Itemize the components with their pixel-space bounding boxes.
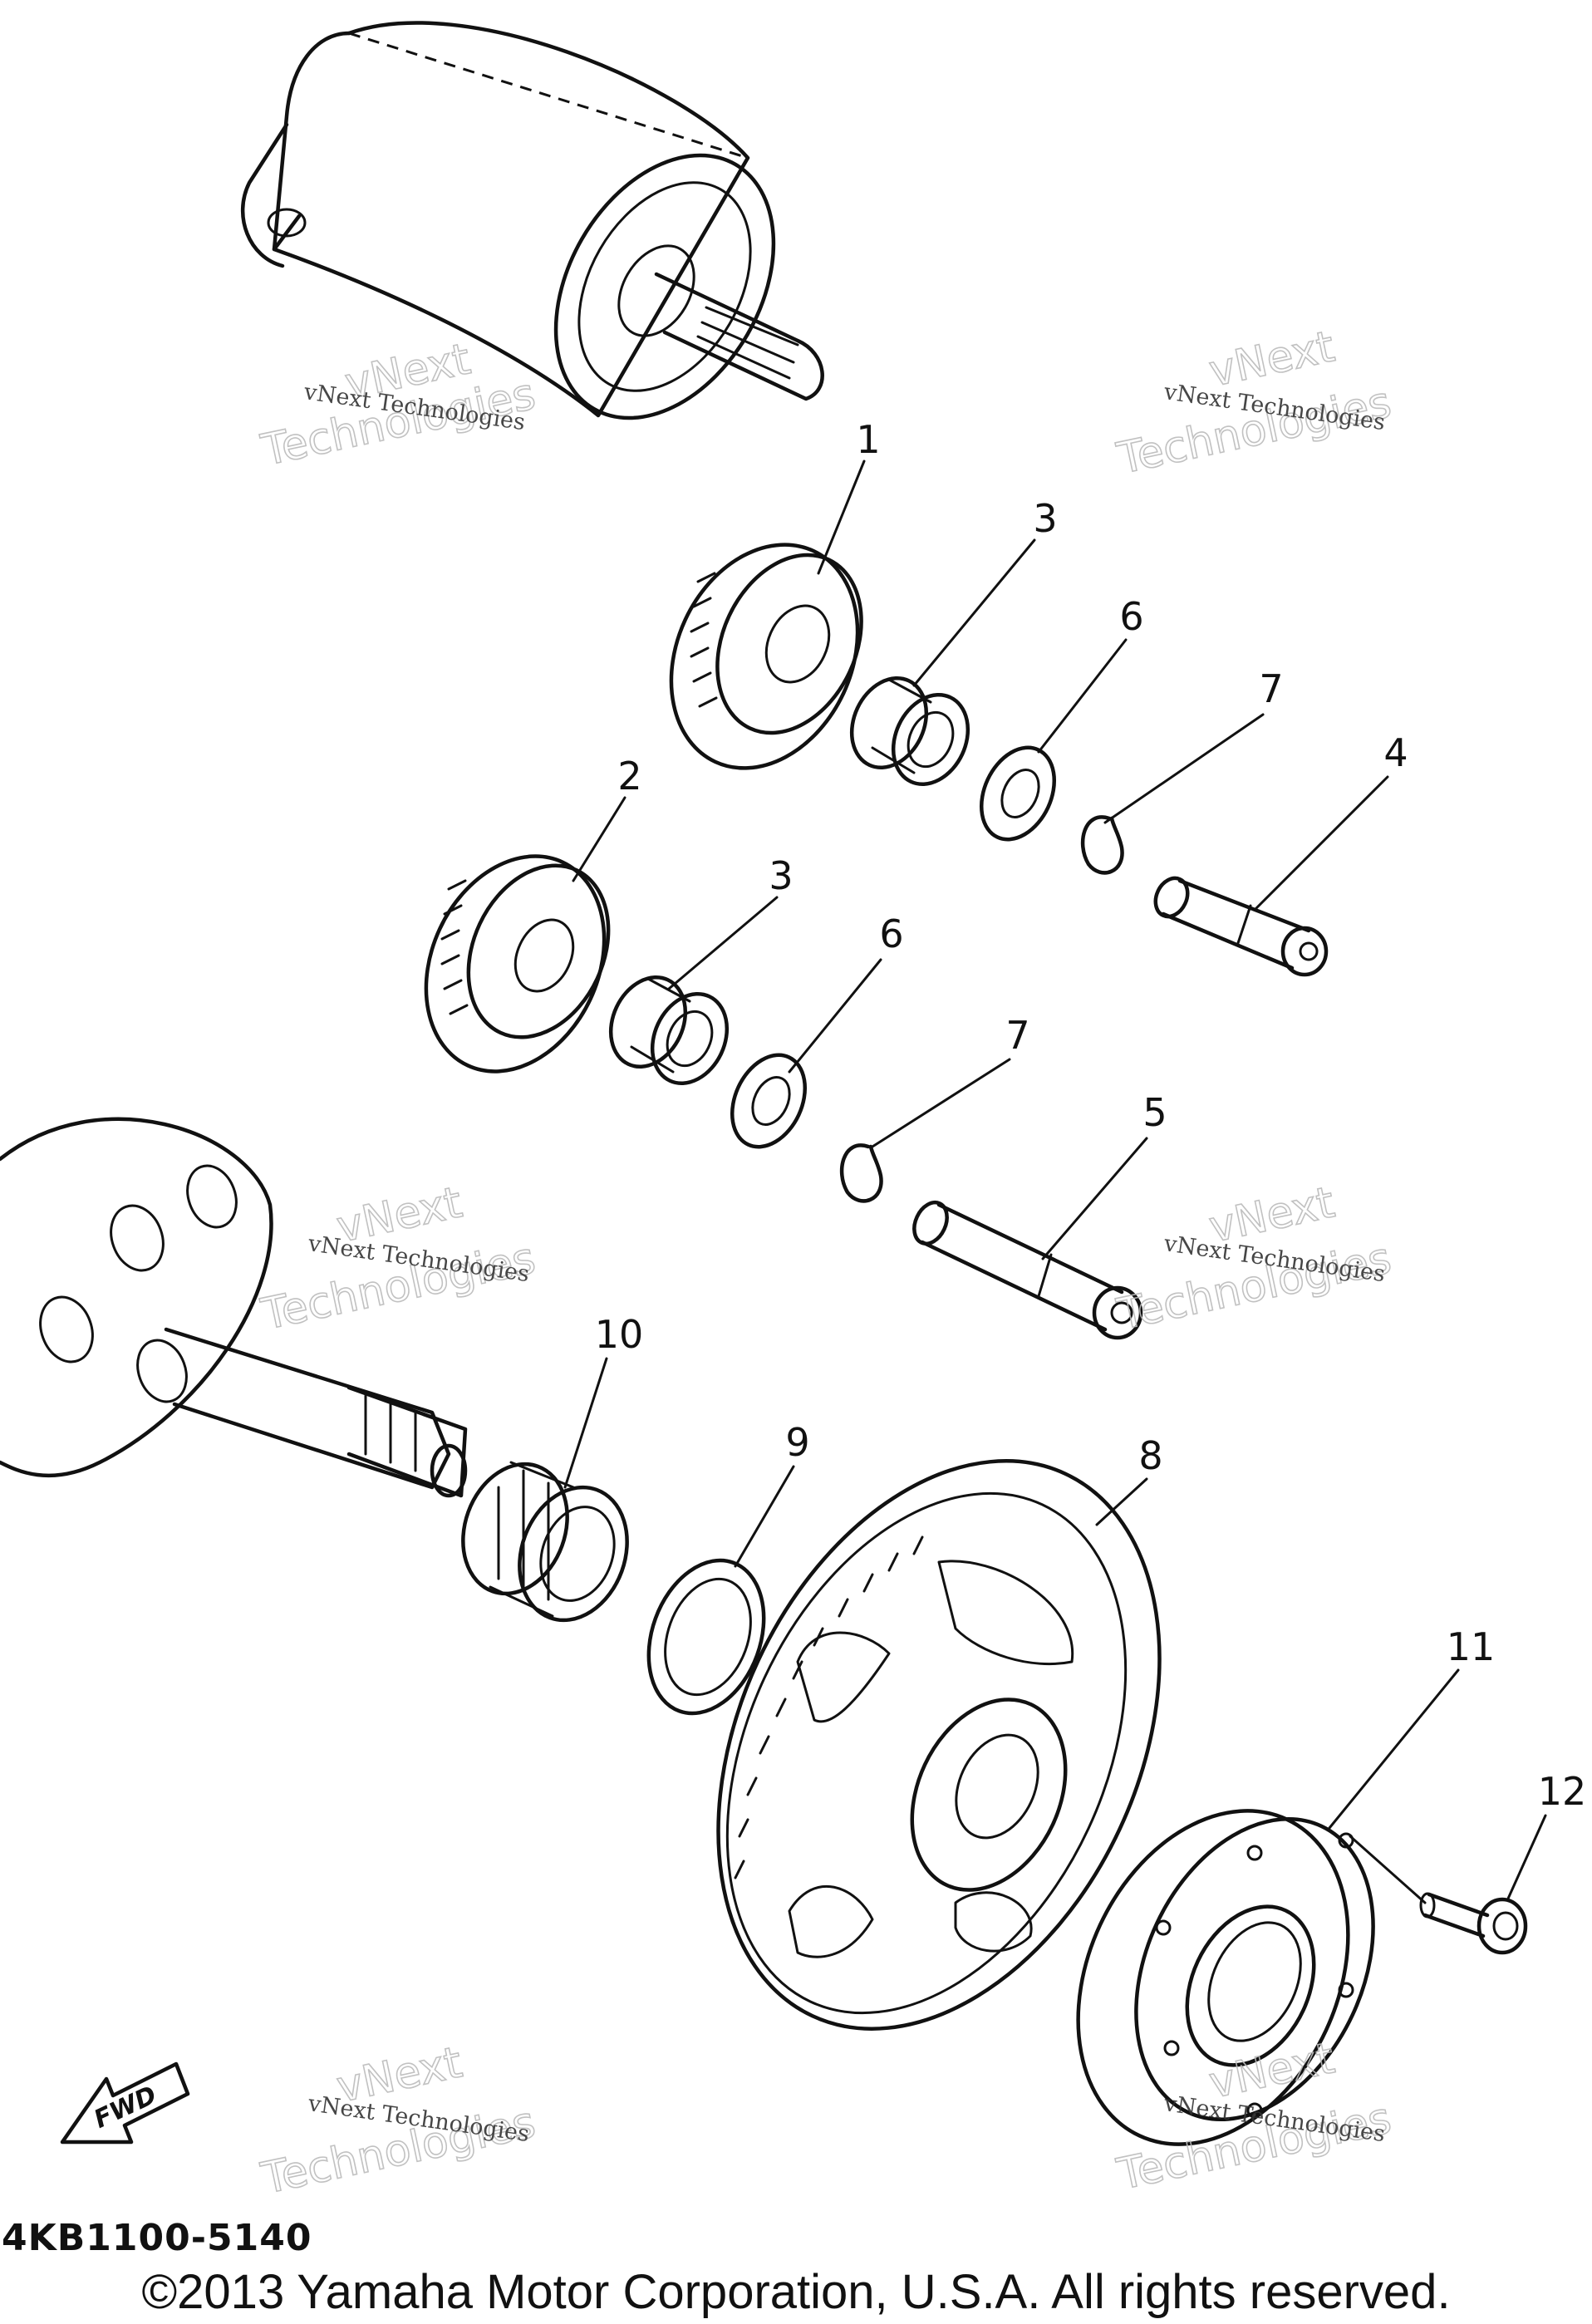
svg-text:vNext: vNext: [1205, 2033, 1339, 2108]
part-4-shaft: [1153, 876, 1329, 977]
part-1-gear: [669, 543, 863, 770]
part-6-washer-lower: [730, 1053, 808, 1149]
callout-5: 5: [1142, 1090, 1167, 1135]
callout-6-lower: 6: [879, 911, 903, 956]
watermark-bottom-right: vNext Technologies vNext Technologies: [1112, 2033, 1396, 2201]
callout-6-upper: 6: [1119, 594, 1143, 639]
callout-3-lower: 3: [769, 853, 793, 898]
copyright-notice: ©2013 Yamaha Motor Corporation, U.S.A. A…: [141, 2265, 1451, 2319]
part-3-bearing-upper: [849, 676, 970, 787]
watermark-top-right: vNext Technologies vNext Technologies: [1112, 322, 1396, 485]
callout-8: 8: [1138, 1433, 1162, 1478]
watermark-top-left: vNext Technologies vNext Technologies: [256, 334, 540, 477]
part-12-bolt: [1419, 1892, 1528, 1955]
callout-12: 12: [1538, 1769, 1587, 1814]
part-10-bearing: [461, 1461, 629, 1623]
part-7-circlip-lower: [839, 1143, 883, 1203]
part-7-circlip-upper: [1080, 815, 1124, 875]
part-number: 4KB1100-5140: [2, 2217, 312, 2259]
callout-1: 1: [856, 417, 880, 462]
callout-7-upper: 7: [1259, 666, 1283, 711]
part-11-one-way-clutch: [1076, 1809, 1375, 2146]
leader-lines: [563, 459, 1547, 1904]
watermark-bottom-left: vNext Technologies vNext Technologies: [256, 2037, 540, 2205]
callout-9: 9: [785, 1420, 809, 1465]
callout-labels: 1 2 3 3 4 5 6 6 7 7 8 9 10 11 12: [595, 417, 1587, 1814]
callout-2: 2: [617, 754, 641, 798]
part-6-washer-upper: [979, 745, 1057, 842]
starter-motor: [240, 21, 824, 420]
svg-text:vNext: vNext: [1205, 322, 1339, 396]
part-2-gear: [424, 854, 611, 1074]
callout-3-upper: 3: [1033, 496, 1057, 541]
part-8-large-gear: [716, 1459, 1162, 2031]
fwd-arrow-icon: FWD: [60, 2061, 190, 2145]
part-9-washer: [646, 1558, 766, 1716]
callout-10: 10: [595, 1312, 644, 1357]
callout-4: 4: [1383, 730, 1408, 775]
callout-7-lower: 7: [1005, 1013, 1029, 1058]
clutch-shaft-assembly: [0, 1117, 468, 1498]
watermark-mid-right: vNext Technologies vNext Technologies: [1112, 1177, 1396, 1341]
part-3-bearing-lower: [608, 975, 730, 1086]
part-5-shaft: [912, 1200, 1143, 1340]
callout-11: 11: [1447, 1624, 1496, 1669]
watermark-mid-left: vNext Technologies vNext Technologies: [256, 1177, 540, 1341]
